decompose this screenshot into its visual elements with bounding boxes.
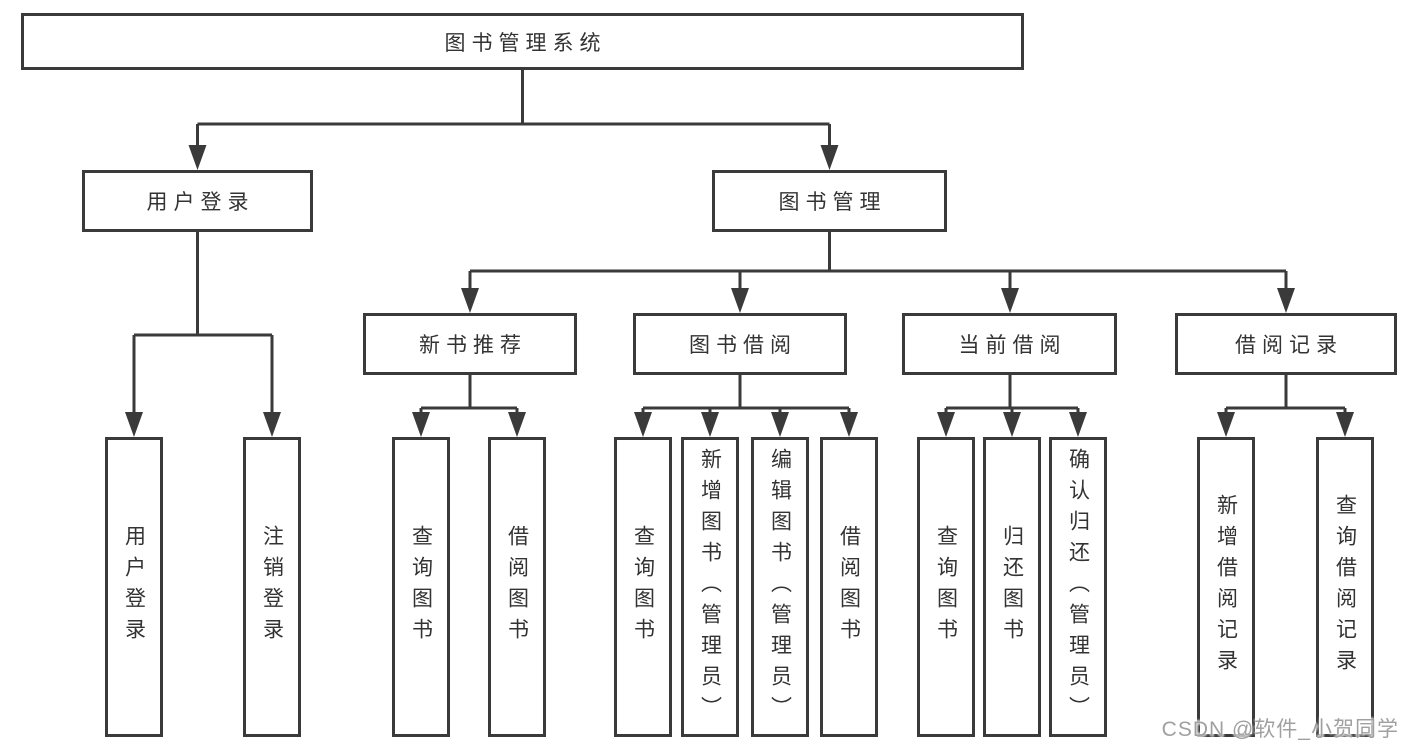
connector-bookmgmt-to-level3: [461, 232, 1295, 313]
node-user-login-label: 用户登录: [146, 191, 255, 214]
connector-currentborrow-to-leaves: [937, 375, 1087, 437]
leaf-user-login: 用户登录: [105, 437, 163, 737]
node-book-management-label: 图书管理: [778, 191, 887, 214]
leaf-current-query-books-label: 查询图书: [934, 525, 958, 649]
node-book-borrow: 图书借阅: [633, 313, 847, 375]
node-root-system: 图书管理系统: [21, 13, 1024, 70]
leaf-logout-label: 注销登录: [260, 525, 284, 649]
node-root-system-label: 图书管理系统: [444, 31, 607, 55]
leaf-borrow-borrow-books-label: 借阅图书: [837, 525, 861, 649]
node-new-book-recommend: 新书推荐: [363, 313, 577, 375]
leaf-borrow-query-books-label: 查询图书: [631, 525, 655, 649]
leaf-records-add-record: 新增借阅记录: [1197, 437, 1255, 737]
leaf-current-return-books: 归还图书: [983, 437, 1041, 737]
node-current-borrow-label: 当前借阅: [958, 334, 1067, 357]
leaf-records-query-record: 查询借阅记录: [1316, 437, 1374, 737]
leaf-records-query-record-label: 查询借阅记录: [1333, 494, 1357, 680]
leaf-records-add-record-label: 新增借阅记录: [1214, 494, 1238, 680]
leaf-newbook-borrow-books-label: 借阅图书: [505, 525, 529, 649]
node-new-book-recommend-label: 新书推荐: [419, 334, 527, 357]
leaf-current-confirm-return-admin: 确认归还（管理员）: [1049, 437, 1107, 737]
leaf-user-login-label: 用户登录: [122, 525, 146, 649]
leaf-newbook-borrow-books: 借阅图书: [488, 437, 546, 737]
leaf-logout: 注销登录: [243, 437, 301, 737]
leaf-newbook-query-books-label: 查询图书: [409, 525, 433, 649]
leaf-borrow-edit-books-admin: 编辑图书（管理员）: [751, 437, 809, 737]
node-borrow-records-label: 借阅记录: [1235, 334, 1343, 357]
node-book-management: 图书管理: [712, 170, 947, 232]
leaf-borrow-borrow-books: 借阅图书: [820, 437, 878, 737]
connector-records-to-leaves: [1217, 375, 1354, 437]
connector-newbook-to-leaves: [412, 375, 526, 437]
csdn-watermark: CSDN @软件_小贺同学: [1161, 718, 1399, 741]
leaf-borrow-add-books-admin: 新增图书（管理员）: [681, 437, 739, 737]
leaf-newbook-query-books: 查询图书: [392, 437, 450, 737]
node-user-login: 用户登录: [82, 170, 313, 232]
connector-root-to-level2: [188, 70, 839, 170]
leaf-current-confirm-return-admin-label: 确认归还（管理员）: [1066, 447, 1090, 727]
leaf-borrow-add-books-admin-label: 新增图书（管理员）: [698, 447, 722, 727]
leaf-current-query-books: 查询图书: [917, 437, 975, 737]
node-current-borrow: 当前借阅: [902, 313, 1117, 375]
leaf-current-return-books-label: 归还图书: [1000, 525, 1024, 649]
leaf-borrow-edit-books-admin-label: 编辑图书（管理员）: [768, 447, 792, 727]
node-book-borrow-label: 图书借阅: [689, 334, 797, 357]
node-borrow-records: 借阅记录: [1175, 313, 1397, 375]
leaf-borrow-query-books: 查询图书: [614, 437, 672, 737]
connector-userlogin-to-leaves: [125, 232, 281, 437]
connector-bookborrow-to-leaves: [634, 375, 858, 437]
